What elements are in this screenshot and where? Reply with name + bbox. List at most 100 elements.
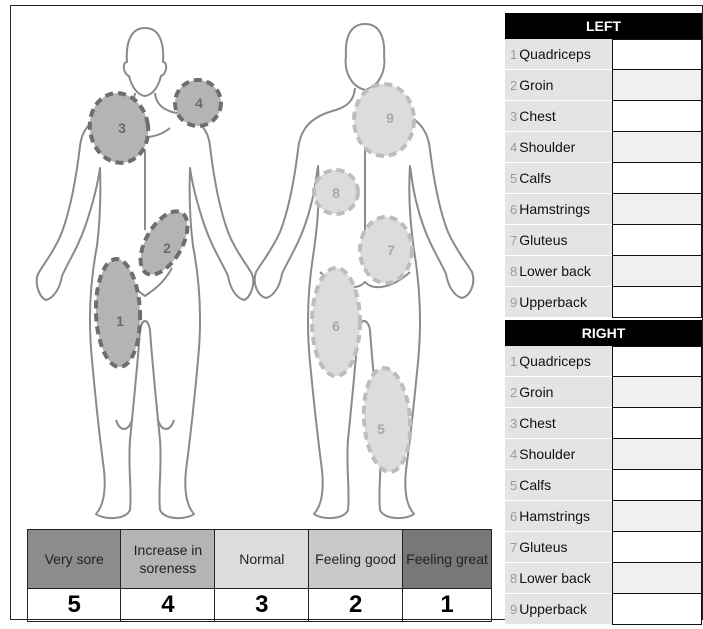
row-number: 5 bbox=[510, 478, 517, 493]
row-label-text: Upperback bbox=[519, 601, 587, 617]
legend-label: Very sore bbox=[28, 530, 121, 589]
zone-number: 1 bbox=[116, 313, 124, 329]
rating-input-cell[interactable] bbox=[612, 439, 702, 470]
row-number: 3 bbox=[510, 109, 517, 124]
row-label-text: Quadriceps bbox=[519, 46, 591, 62]
table-row: 4Shoulder bbox=[505, 439, 702, 470]
row-label: 6Hamstrings bbox=[505, 501, 612, 532]
rating-input-cell[interactable] bbox=[612, 408, 702, 439]
legend-label: Feeling good bbox=[309, 530, 403, 589]
zone-number: 7 bbox=[387, 242, 395, 258]
row-label: 8Lower back bbox=[505, 256, 612, 287]
row-label-text: Groin bbox=[519, 77, 553, 93]
rating-input-cell[interactable] bbox=[612, 470, 702, 501]
legend-value: 3 bbox=[215, 589, 309, 622]
rating-input-cell[interactable] bbox=[612, 101, 702, 132]
rating-input-cell[interactable] bbox=[612, 39, 702, 70]
row-label-text: Calfs bbox=[519, 170, 551, 186]
legend-labels-row: Very soreIncrease in sorenessNormalFeeli… bbox=[28, 530, 492, 589]
left-section-title: LEFT bbox=[505, 13, 702, 39]
row-label-text: Groin bbox=[519, 384, 553, 400]
row-label-text: Hamstrings bbox=[519, 508, 590, 524]
row-number: 9 bbox=[510, 602, 517, 617]
legend-values-row: 54321 bbox=[28, 589, 492, 622]
row-number: 2 bbox=[510, 78, 517, 93]
rating-input-cell[interactable] bbox=[612, 532, 702, 563]
row-label: 1Quadriceps bbox=[505, 346, 612, 377]
rating-input-cell[interactable] bbox=[612, 70, 702, 101]
table-row: 6Hamstrings bbox=[505, 194, 702, 225]
legend-value: 4 bbox=[121, 589, 215, 622]
rating-input-cell[interactable] bbox=[612, 163, 702, 194]
right-section-title: RIGHT bbox=[505, 320, 702, 346]
row-label-text: Chest bbox=[519, 108, 556, 124]
zone-number: 3 bbox=[118, 120, 126, 136]
table-row: 8Lower back bbox=[505, 563, 702, 594]
row-label-text: Lower back bbox=[519, 263, 591, 279]
rating-input-cell[interactable] bbox=[612, 346, 702, 377]
row-label-text: Shoulder bbox=[519, 446, 575, 462]
row-number: 9 bbox=[510, 295, 517, 310]
row-number: 4 bbox=[510, 140, 517, 155]
table-row: 1Quadriceps bbox=[505, 39, 702, 70]
row-label-text: Upperback bbox=[519, 294, 587, 310]
row-label-text: Lower back bbox=[519, 570, 591, 586]
zone-7-gluteus[interactable] bbox=[360, 217, 412, 283]
row-label-text: Chest bbox=[519, 415, 556, 431]
zone-number: 8 bbox=[332, 185, 340, 201]
row-number: 7 bbox=[510, 540, 517, 555]
legend-value: 5 bbox=[28, 589, 121, 622]
rating-input-cell[interactable] bbox=[612, 132, 702, 163]
row-label-text: Calfs bbox=[519, 477, 551, 493]
legend-label: Normal bbox=[215, 530, 309, 589]
row-number: 3 bbox=[510, 416, 517, 431]
row-number: 6 bbox=[510, 202, 517, 217]
row-label-text: Gluteus bbox=[519, 232, 567, 248]
row-number: 7 bbox=[510, 233, 517, 248]
rating-input-cell[interactable] bbox=[612, 287, 702, 318]
zone-9-upperback[interactable] bbox=[354, 84, 414, 156]
row-label-text: Hamstrings bbox=[519, 201, 590, 217]
row-number: 6 bbox=[510, 509, 517, 524]
table-row: 7Gluteus bbox=[505, 532, 702, 563]
legend-value: 1 bbox=[403, 589, 492, 622]
zone-5-calfs[interactable] bbox=[360, 367, 413, 474]
zone-number: 9 bbox=[386, 110, 394, 126]
rating-input-cell[interactable] bbox=[612, 501, 702, 532]
zone-number: 6 bbox=[332, 318, 340, 334]
rating-input-cell[interactable] bbox=[612, 563, 702, 594]
legend-label: Feeling great bbox=[403, 530, 492, 589]
row-label-text: Gluteus bbox=[519, 539, 567, 555]
table-row: 8Lower back bbox=[505, 256, 702, 287]
rating-input-cell[interactable] bbox=[612, 225, 702, 256]
body-diagram: 1 2 3 4 5 6 7 8 9 bbox=[0, 0, 500, 525]
back-zones bbox=[312, 84, 414, 473]
rating-input-cell[interactable] bbox=[612, 594, 702, 625]
rating-input-cell[interactable] bbox=[612, 256, 702, 287]
rating-input-cell[interactable] bbox=[612, 194, 702, 225]
row-number: 8 bbox=[510, 264, 517, 279]
row-number: 2 bbox=[510, 385, 517, 400]
row-number: 1 bbox=[510, 354, 517, 369]
rating-input-cell[interactable] bbox=[612, 377, 702, 408]
zone-number: 4 bbox=[195, 95, 203, 111]
